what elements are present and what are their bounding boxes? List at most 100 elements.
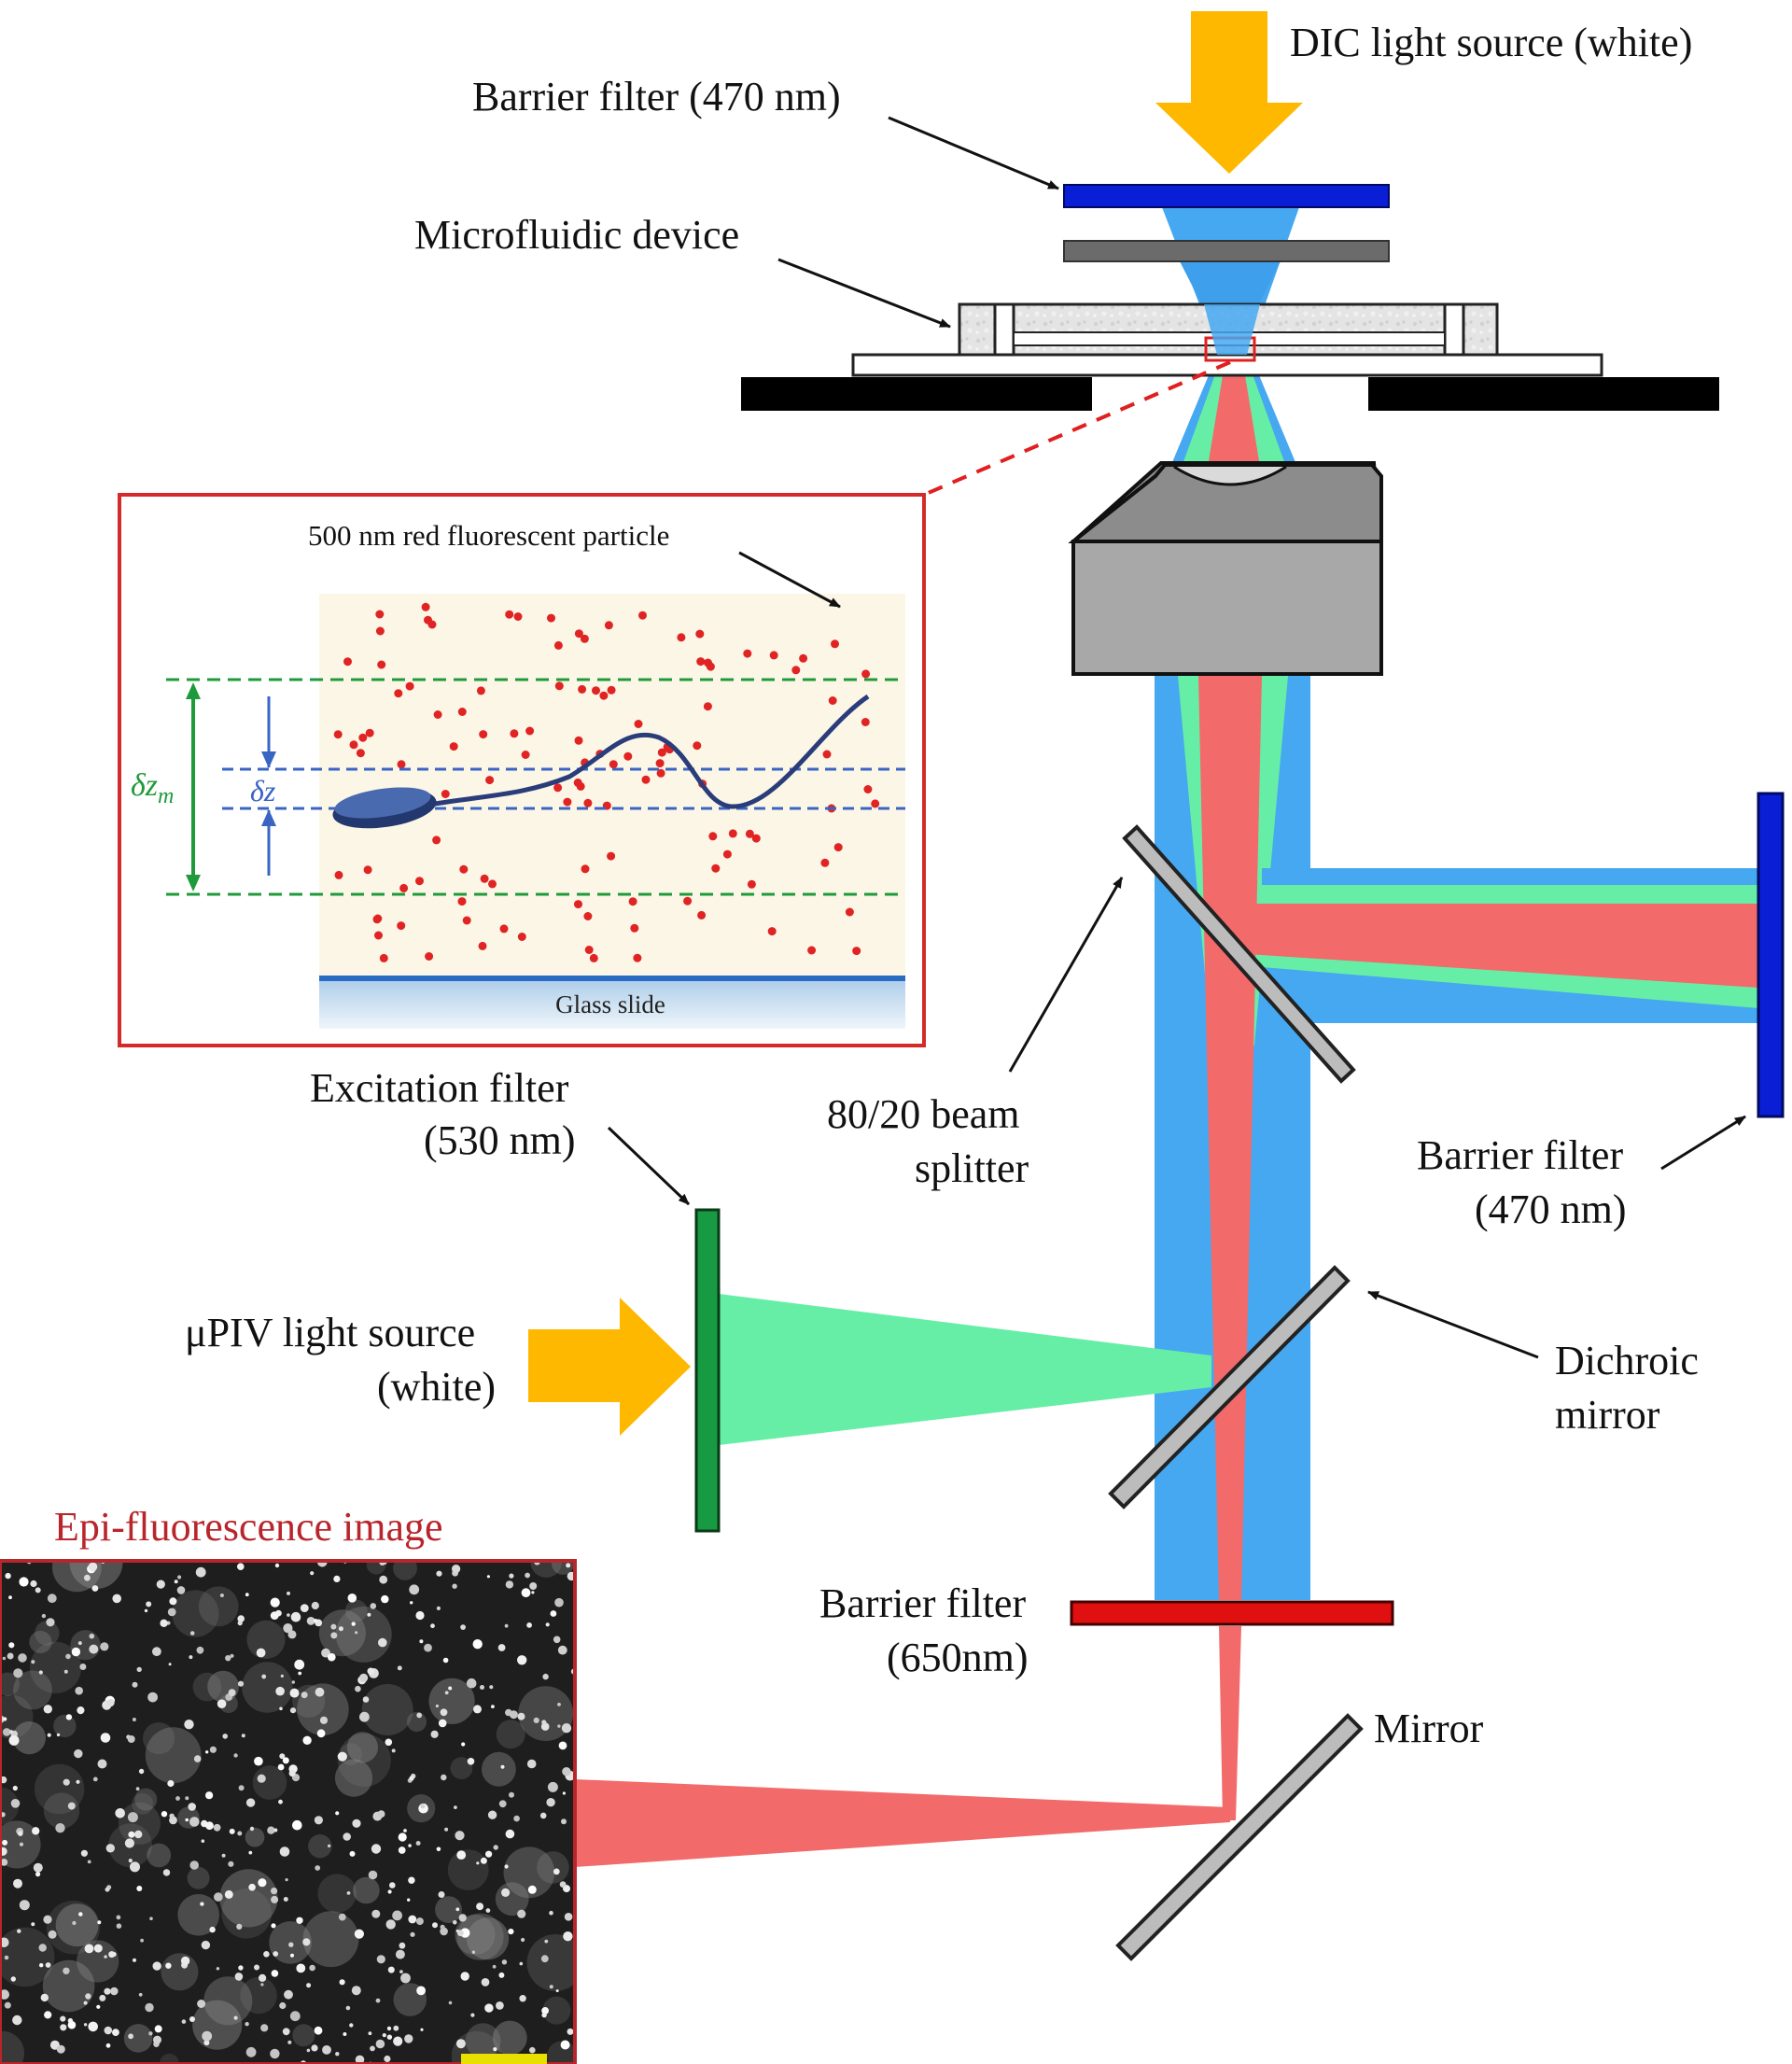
epi-particle-spot	[130, 1861, 140, 1873]
epi-image-title: Epi-fluorescence image	[54, 1504, 443, 1550]
fluorescent-particle	[623, 751, 633, 761]
fluorescent-particle	[433, 710, 442, 719]
epi-haze	[242, 1662, 293, 1713]
epi-particle-spot	[306, 1617, 315, 1625]
epi-particle-spot	[311, 1601, 319, 1610]
epi-particle-spot	[541, 2007, 549, 2015]
epi-particle-spot	[270, 1597, 280, 1608]
epi-particle-spot	[501, 1959, 508, 1965]
epi-haze	[537, 1851, 569, 1884]
epi-particle-spot	[224, 1889, 233, 1899]
epi-haze	[46, 1901, 101, 1955]
epi-particle-spot	[322, 2045, 331, 2055]
fluorescent-particle	[349, 740, 358, 750]
epi-particle-spot	[456, 1850, 467, 1860]
epi-particle-spot	[539, 1812, 547, 1819]
epi-particle-spot	[228, 1689, 236, 1697]
epi-particle-spot	[416, 1712, 423, 1719]
epi-particle-spot	[408, 1844, 412, 1847]
epi-particle-spot	[559, 1881, 567, 1888]
epi-particle-spot	[287, 1613, 290, 1617]
epi-particle-spot	[189, 1655, 193, 1660]
fluorescent-particle	[478, 941, 487, 950]
epi-particle-spot	[498, 1800, 507, 1808]
fluorescent-particle	[488, 879, 497, 889]
epi-particle-spot	[267, 1826, 275, 1834]
fluorescent-particle	[831, 639, 839, 649]
epi-haze	[198, 1586, 239, 1627]
upiv-source-arrow	[528, 1298, 691, 1436]
epi-particle-spot	[99, 1994, 106, 2001]
epi-particle-spot	[277, 1763, 285, 1771]
fluorescent-particle	[525, 726, 535, 736]
epi-particle-spot	[555, 1989, 559, 1993]
epi-particle-spot	[92, 1776, 98, 1782]
epi-particle-spot	[375, 2039, 385, 2049]
particle-label: 500 nm red fluorescent particle	[308, 519, 669, 552]
epi-particle-spot	[432, 1922, 438, 1929]
fluorescent-particle	[449, 742, 458, 751]
epi-particle-spot	[349, 1850, 356, 1857]
epi-particle-spot	[415, 1841, 421, 1846]
fluorescent-particle	[693, 741, 702, 751]
epi-particle-spot	[525, 1572, 530, 1579]
epi-particle-spot	[214, 1892, 223, 1902]
epi-particle-spot	[397, 1665, 402, 1671]
epi-haze	[526, 1934, 575, 1991]
epi-particle-spot	[558, 1741, 567, 1750]
epi-particle-spot	[38, 1944, 47, 1952]
epi-particle-spot	[562, 1767, 571, 1776]
fluorescent-particle	[399, 883, 409, 892]
particle-pointer	[738, 551, 841, 609]
microfluidic-pointer	[777, 258, 951, 329]
epi-particle-spot	[561, 1723, 572, 1734]
epi-particle-spot	[100, 1642, 109, 1651]
epi-particle-spot	[567, 2028, 574, 2035]
fold-mirror	[1115, 1713, 1364, 1961]
epi-particle-spot	[452, 1583, 457, 1589]
epi-particle-spot	[455, 2039, 466, 2049]
epi-particle-spot	[440, 1708, 448, 1717]
epi-particle-spot	[311, 2044, 318, 2052]
epi-haze	[172, 1590, 219, 1637]
epi-particle-spot	[275, 1686, 285, 1696]
fluorescent-particle	[476, 686, 485, 695]
epi-particle-spot	[368, 1870, 378, 1880]
epi-particle-spot	[420, 2028, 424, 2031]
epi-particle-spot	[260, 1983, 264, 1987]
top-barrier-filter	[1063, 184, 1390, 208]
epi-particle-spot	[217, 1699, 227, 1708]
epi-haze	[335, 1606, 392, 1663]
epi-particle-spot	[521, 1937, 525, 1943]
epi-particle-spot	[386, 2026, 392, 2031]
epi-particle-spot	[71, 1647, 81, 1657]
epi-particle-spot	[60, 2024, 67, 2031]
epi-particle-spot	[489, 1685, 494, 1690]
epi-particle-spot	[105, 1844, 116, 1853]
epi-particle-spot	[562, 1791, 567, 1795]
epi-particle-spot	[359, 1711, 370, 1722]
epi-particle-spot	[444, 1691, 449, 1695]
epi-particle-spot	[146, 1601, 152, 1608]
epi-haze	[308, 1834, 332, 1859]
epi-particle-spot	[10, 1799, 21, 1808]
fluorescent-particle	[604, 621, 613, 630]
fluorescent-particle	[574, 900, 582, 909]
fluorescent-particle	[457, 708, 467, 716]
fluorescent-particle	[871, 799, 880, 808]
epi-particle-spot	[493, 2047, 497, 2052]
epi-haze	[450, 1757, 473, 1779]
epi-particle-spot	[301, 1692, 308, 1699]
branch-red-beam	[1247, 904, 1758, 988]
epi-particle-spot	[10, 1976, 16, 1982]
fluorescent-particle	[706, 662, 715, 671]
epi-particle-spot	[271, 1895, 279, 1903]
fluorescent-particle	[745, 829, 754, 838]
epi-particle-spot	[189, 1860, 199, 1870]
fluorescent-particle	[424, 615, 432, 625]
epi-particle-spot	[2, 1728, 11, 1736]
epi-particle-spot	[505, 1580, 514, 1589]
fluorescent-particle	[852, 947, 861, 956]
epi-particle-spot	[200, 1902, 204, 1906]
epi-particle-spot	[288, 1942, 294, 1947]
